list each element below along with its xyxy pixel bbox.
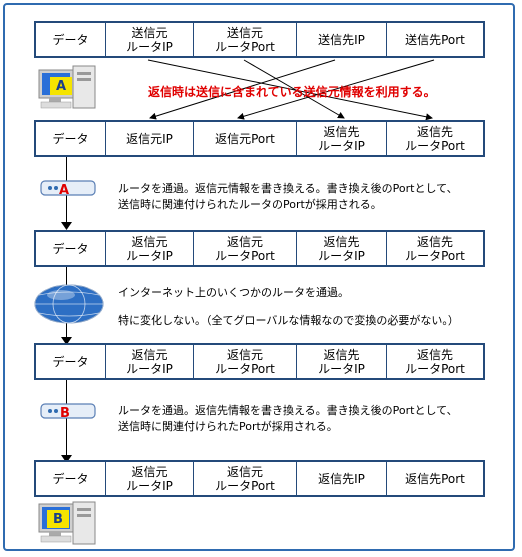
swap-note: 返信時は送信に含まれている送信元情報を利用する。 <box>148 85 436 99</box>
packet-cell: 返信元 ルータIP <box>106 232 194 265</box>
router-b-note: ルータを通過。返信先情報を書き換える。書き換え後のPortとして、 送信時に関連… <box>118 404 458 433</box>
packet-cell: 返信先 ルータPort <box>405 124 465 153</box>
router-b-label: B <box>60 406 70 421</box>
swap-arrows <box>147 59 435 121</box>
arrow-head <box>61 455 72 463</box>
packet-cell: データ <box>36 232 106 265</box>
computer-b-label: B <box>47 510 69 528</box>
packet-cell: 返信元 ルータPort <box>194 462 297 495</box>
packet-cell: データ <box>36 122 106 155</box>
packet-cell: 送信元 ルータPort <box>194 23 297 56</box>
packet-final: データ 返信元 ルータIP 返信元 ルータPort 返信先IP 返信先Port <box>34 460 485 497</box>
internet-globe-icon <box>34 284 104 324</box>
packet-cell: 返信先 ルータIP <box>297 122 387 155</box>
packet-cell: 返信元Port <box>194 122 297 155</box>
router-a-icon <box>40 180 96 196</box>
packet-cell: 送信先Port <box>405 32 465 47</box>
packet-cell: 返信先 ルータPort <box>405 234 465 263</box>
packet-cell: 返信元 ルータIP <box>106 345 194 378</box>
packet-cell: 送信先IP <box>297 23 387 56</box>
packet-cell: 返信先 ルータIP <box>297 345 387 378</box>
packet-after-router-a: データ 返信元 ルータIP 返信元 ルータPort 返信先 ルータIP 返信先 … <box>34 230 485 267</box>
arrow-head <box>61 337 72 345</box>
arrow-head <box>61 222 72 230</box>
packet-cell: データ <box>36 23 106 56</box>
computer-a-label: A <box>50 77 72 95</box>
internet-note-1: インターネット上のいくつかのルータを通過。 <box>118 286 349 299</box>
router-a-note: ルータを通過。返信元情報を書き換える。書き換え後のPortとして、 送信時に関連… <box>118 182 458 211</box>
packet-cell: 返信元 ルータPort <box>194 345 297 378</box>
packet-cell: 返信先Port <box>405 471 465 486</box>
internet-note-2: 特に変化しない。（全てグローバルな情報なので変換の必要がない。） <box>118 314 459 327</box>
packet-cell: データ <box>36 345 106 378</box>
router-b-icon <box>40 403 96 419</box>
packet-cell: 返信先IP <box>297 462 387 495</box>
packet-reply-origin: データ 返信元IP 返信元Port 返信先 ルータIP 返信先 ルータPort <box>34 120 485 157</box>
packet-after-internet: データ 返信元 ルータIP 返信元 ルータPort 返信先 ルータIP 返信先 … <box>34 343 485 380</box>
packet-cell: 返信先 ルータPort <box>405 347 465 376</box>
packet-cell: データ <box>36 462 106 495</box>
packet-cell: 返信元 ルータIP <box>106 462 194 495</box>
packet-cell: 返信元IP <box>106 122 194 155</box>
router-a-label: A <box>59 183 70 198</box>
flow-line <box>66 380 67 460</box>
packet-cell: 送信元 ルータIP <box>106 23 194 56</box>
packet-cell: 返信元 ルータPort <box>194 232 297 265</box>
packet-cell: 返信先 ルータIP <box>297 232 387 265</box>
packet-send: データ 送信元 ルータIP 送信元 ルータPort 送信先IP 送信先Port <box>34 21 485 58</box>
